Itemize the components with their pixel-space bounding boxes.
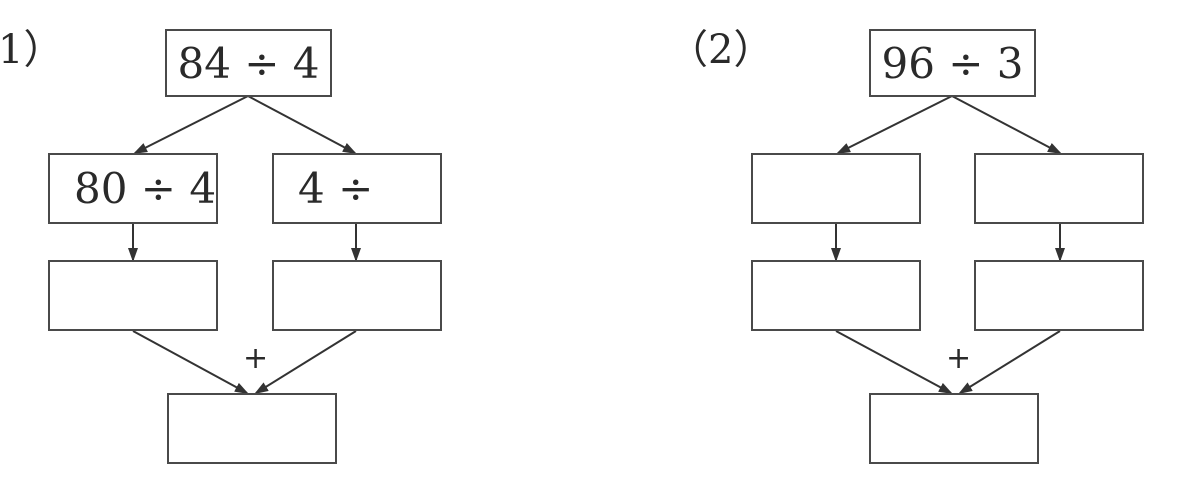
problem-1-plus-sign: + (243, 341, 269, 376)
problem-2-left-box[interactable] (751, 153, 921, 224)
problem-1-left-result-box[interactable] (48, 260, 218, 331)
problem-1-sum-box[interactable] (167, 393, 337, 464)
arrow-top-to-left-2 (836, 95, 953, 154)
problem-2-right-box[interactable] (974, 153, 1144, 224)
problem-1-left-box[interactable]: 80 ÷ 4 (48, 153, 218, 224)
arrow-left-to-sum-2 (835, 330, 953, 394)
arrow-top-to-right-2 (951, 95, 1062, 154)
arrow-left-to-sum-1 (132, 330, 249, 394)
problem-2-sum-box[interactable] (869, 393, 1039, 464)
arrow-top-to-left-1 (133, 95, 249, 154)
arrow-right-to-sum-1 (254, 330, 357, 395)
problem-1-right-result-box[interactable] (272, 260, 442, 331)
problem-2-top-box: 96 ÷ 3 (869, 29, 1036, 97)
problem-2-label: （2） (668, 27, 774, 73)
problem-1-label: 1） (0, 27, 64, 73)
problem-1-right-box[interactable]: 4 ÷ (272, 153, 442, 224)
problem-2-right-result-box[interactable] (974, 260, 1144, 331)
problem-2-left-result-box[interactable] (751, 260, 921, 331)
problem-2-plus-sign: + (946, 341, 972, 376)
problem-1-top-box: 84 ÷ 4 (165, 29, 332, 97)
arrow-right-to-sum-2 (958, 330, 1061, 395)
arrow-top-to-right-1 (247, 95, 357, 154)
